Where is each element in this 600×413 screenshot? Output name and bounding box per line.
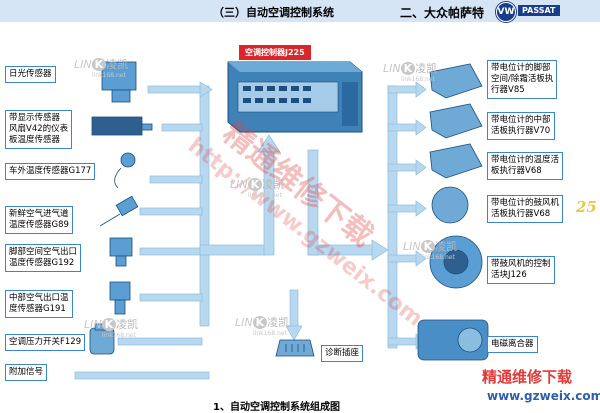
- footwell-sensor-icon: [109, 237, 133, 267]
- feeder-1: [147, 85, 203, 94]
- out-1: [387, 85, 419, 94]
- right-label-2: 带电位计的中部活板执行器V70: [487, 112, 555, 140]
- diagram-caption: 1、自动空调控制系统组成图: [213, 402, 340, 413]
- right-label-1: 带电位计的脚部空间/除霜活板执行器V85: [487, 60, 558, 99]
- right-label-5: 带鼓风机的控制活块J126: [487, 256, 555, 284]
- controller-unit: [227, 61, 363, 133]
- left-label-7: 空调压力开关F129: [5, 334, 86, 351]
- right-label-3: 带电位计的温度活板执行器V68: [487, 152, 564, 180]
- out-1-arrow: [415, 81, 427, 98]
- header-band: [0, 0, 600, 22]
- dashboard-sensor-icon: [91, 116, 153, 136]
- footer-watermark-cn: 精通维修下载: [482, 368, 573, 386]
- left-label-2: 带显示传感器风扇V42的仪表板温度传感器: [5, 110, 73, 149]
- feeder-3: [149, 175, 203, 184]
- footer-watermark-url: www.gzweix.com: [487, 389, 600, 403]
- diagnostic-label: 诊断插座: [321, 345, 364, 362]
- passat-badge: PASSAT: [518, 5, 560, 16]
- diag-shaft: [289, 289, 299, 331]
- feeder-8: [74, 371, 210, 380]
- sunlight-sensor-icon: [101, 61, 137, 103]
- feeder-4: [139, 207, 203, 216]
- feeder-6: [139, 293, 203, 302]
- center-down-shaft: [307, 149, 319, 256]
- center-up-arrow: [257, 134, 281, 153]
- vw-logo-icon: VW: [496, 2, 516, 22]
- left-label-3: 车外温度传感器G177: [5, 163, 96, 180]
- left-to-center: [199, 244, 266, 256]
- left-trunk: [199, 85, 210, 327]
- right-label-6: 电磁离合器: [487, 336, 538, 353]
- feeder-5: [139, 247, 203, 256]
- left-label-8: 附加信号: [5, 364, 48, 381]
- left-label-4: 新鲜空气进气道温度传感器G89: [5, 206, 73, 234]
- fresh-air-sensor-icon: [99, 195, 139, 227]
- left-label-1: 日光传感器: [5, 66, 56, 83]
- center-flap-actuator-icon: [429, 103, 483, 139]
- temp-flap-actuator-icon: [429, 143, 483, 179]
- outside-temp-sensor-icon: [114, 152, 136, 189]
- controller-label: 空调控制器J225: [238, 44, 312, 61]
- diagnostic-connector-icon: [275, 339, 315, 357]
- blower-flap-actuator-icon: [431, 186, 469, 224]
- page-number: 25: [576, 198, 597, 216]
- feeder-7: [117, 337, 203, 346]
- left-label-5: 脚部空间空气出口温度传感器G192: [5, 244, 82, 272]
- right-label-4: 带电位计的鼓风机活板执行器V68: [487, 195, 564, 223]
- vehicle-title: 二、大众帕萨特: [400, 6, 485, 20]
- center-vent-sensor-icon: [109, 281, 131, 315]
- feeder-2: [161, 123, 203, 132]
- left-label-6: 中部空气出口温度传感器G191: [5, 290, 73, 318]
- center-right-arrow: [371, 239, 389, 261]
- section-title: （三）自动空调控制系统: [213, 6, 334, 19]
- footwell-actuator-icon: [429, 63, 483, 99]
